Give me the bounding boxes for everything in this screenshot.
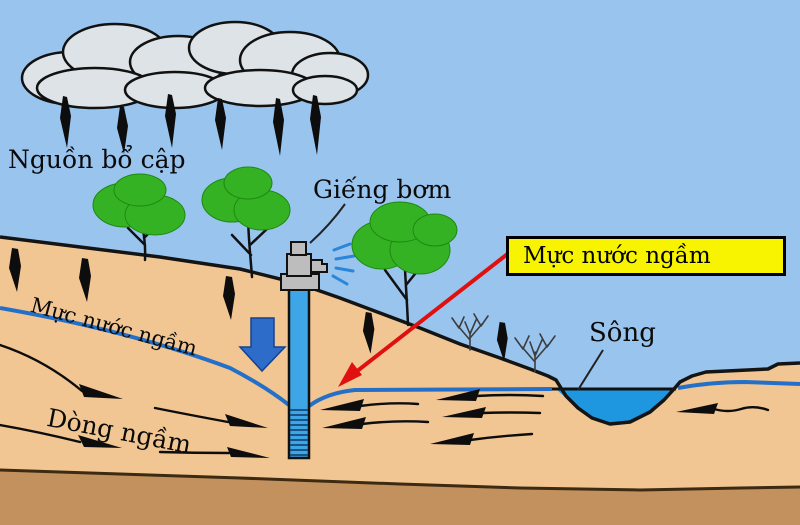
flow-arrow bbox=[320, 399, 420, 411]
label-river: Sông bbox=[589, 318, 656, 348]
rain-arrow bbox=[165, 94, 176, 148]
infiltration-arrows bbox=[9, 248, 508, 362]
groundwater-flow-arrows bbox=[0, 343, 770, 458]
pointer-line-pumping-well bbox=[309, 203, 346, 244]
infiltration-arrow bbox=[496, 322, 508, 362]
pointer-line-river bbox=[577, 349, 604, 391]
cloud-icon bbox=[187, 20, 370, 108]
flow-arrow bbox=[436, 389, 545, 401]
tree bbox=[92, 173, 186, 262]
bedrock-boundary-line bbox=[0, 468, 800, 492]
drawdown-arrow bbox=[238, 317, 287, 373]
bare-shrub bbox=[514, 333, 556, 373]
rain-arrow bbox=[310, 95, 321, 155]
water-table-line-left bbox=[0, 306, 291, 407]
pump-spout bbox=[310, 259, 328, 273]
well-pump bbox=[280, 241, 356, 291]
rain-arrow bbox=[273, 98, 284, 156]
water-table-line-right bbox=[307, 387, 553, 408]
tree bbox=[351, 201, 458, 327]
water-table-line-riverbank bbox=[677, 379, 800, 390]
flow-arrow bbox=[158, 447, 270, 458]
river-water bbox=[556, 389, 674, 424]
infiltration-arrow bbox=[9, 248, 21, 292]
bedrock-layer bbox=[0, 470, 800, 525]
rain-arrow bbox=[117, 106, 128, 154]
flow-arrow bbox=[442, 407, 542, 418]
flow-arrow bbox=[322, 417, 430, 429]
rain-clouds bbox=[20, 20, 370, 110]
tree bbox=[201, 166, 291, 279]
callout-arrow bbox=[338, 250, 512, 387]
bare-shrub bbox=[451, 313, 489, 351]
rain-arrows bbox=[60, 94, 321, 156]
rain-arrow bbox=[215, 98, 226, 150]
flow-arrow bbox=[676, 403, 770, 414]
flow-arrow bbox=[0, 343, 123, 399]
flow-arrow bbox=[153, 406, 268, 428]
rain-arrow bbox=[60, 96, 71, 148]
pumping-well-column bbox=[287, 282, 311, 460]
well-screen bbox=[290, 409, 308, 456]
flow-arrow bbox=[430, 432, 534, 445]
water-table-callout-text: Mực nước ngầm bbox=[523, 243, 711, 269]
label-pumping-well: Giếng bơm bbox=[313, 175, 452, 204]
label-recharge-source: Nguồn bổ cập bbox=[8, 145, 186, 174]
infiltration-arrow bbox=[223, 276, 235, 320]
pump-spray bbox=[331, 242, 356, 286]
water-table-callout: Mực nước ngầm bbox=[506, 236, 786, 276]
infiltration-arrow bbox=[79, 258, 91, 302]
flow-arrow bbox=[0, 423, 122, 448]
infiltration-arrow bbox=[362, 312, 375, 354]
